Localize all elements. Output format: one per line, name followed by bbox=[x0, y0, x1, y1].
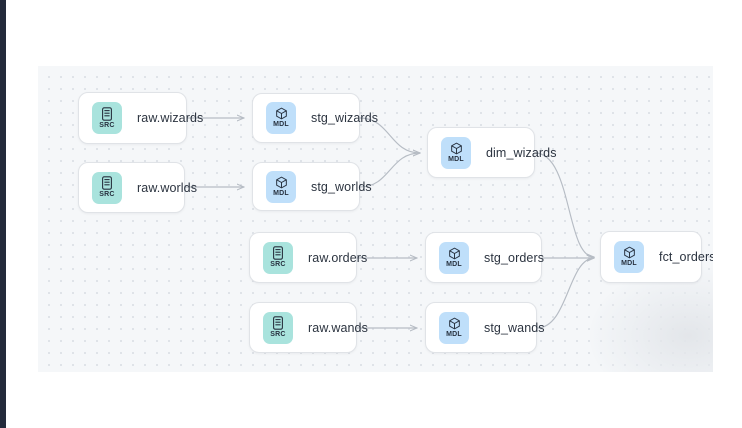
src-badge-label: SRC bbox=[99, 121, 115, 129]
mdl-badge: MDL bbox=[266, 170, 296, 203]
node-label: raw.wands bbox=[308, 320, 368, 335]
node-label: dim_wizards bbox=[486, 145, 557, 160]
node-label: stg_orders bbox=[484, 250, 545, 265]
mdl-badge-label: MDL bbox=[273, 189, 289, 197]
node-fct-orders[interactable]: MDL fct_orders bbox=[600, 231, 713, 283]
node-label: stg_wizards bbox=[311, 111, 379, 125]
mdl-badge: MDL bbox=[439, 311, 469, 344]
src-badge: SRC bbox=[263, 241, 293, 274]
cube-icon bbox=[275, 176, 288, 189]
lineage-graph-canvas[interactable]: SRC raw.wizards SRC raw.worlds bbox=[38, 66, 713, 372]
src-badge-label: SRC bbox=[99, 191, 115, 198]
mdl-badge-label: MDL bbox=[446, 260, 462, 268]
cube-icon bbox=[275, 107, 288, 120]
left-navigation-rail bbox=[0, 0, 6, 428]
node-label: raw.orders bbox=[308, 250, 368, 265]
node-raw-wands[interactable]: SRC raw.wands bbox=[249, 302, 368, 353]
node-label: fct_orders bbox=[659, 250, 713, 264]
src-badge-label: SRC bbox=[270, 261, 286, 268]
mdl-badge-label: MDL bbox=[446, 330, 462, 338]
node-dim-wizards[interactable]: MDL dim_wizards bbox=[427, 127, 556, 178]
database-icon bbox=[101, 176, 113, 190]
src-badge: SRC bbox=[92, 102, 122, 134]
edge-stg-wands-to-fct-orders bbox=[536, 258, 594, 329]
cube-icon bbox=[448, 317, 461, 330]
mdl-badge-label: MDL bbox=[448, 155, 464, 163]
mdl-badge: MDL bbox=[441, 136, 471, 169]
database-icon bbox=[272, 246, 284, 260]
node-stg-wands[interactable]: MDL stg_wands bbox=[425, 302, 545, 353]
node-label: stg_wands bbox=[484, 320, 545, 335]
node-raw-wizards[interactable]: SRC raw.wizards bbox=[78, 92, 203, 144]
node-label: stg_worlds bbox=[311, 179, 372, 194]
src-badge: SRC bbox=[92, 171, 122, 204]
node-stg-orders[interactable]: MDL stg_orders bbox=[425, 232, 545, 283]
node-label: raw.wizards bbox=[137, 111, 204, 125]
cube-icon bbox=[448, 247, 461, 260]
node-label: raw.worlds bbox=[137, 180, 198, 195]
node-stg-wizards[interactable]: MDL stg_wizards bbox=[252, 93, 378, 143]
mdl-badge: MDL bbox=[266, 102, 296, 134]
edge-dim-wizards-to-fct-orders bbox=[534, 152, 594, 257]
node-raw-orders[interactable]: SRC raw.orders bbox=[249, 232, 367, 283]
cube-icon bbox=[623, 246, 636, 259]
node-raw-worlds[interactable]: SRC raw.worlds bbox=[78, 162, 197, 213]
database-icon bbox=[101, 106, 113, 121]
mdl-badge: MDL bbox=[614, 241, 644, 273]
src-badge-label: SRC bbox=[270, 331, 286, 338]
mdl-badge-label: MDL bbox=[621, 260, 637, 267]
mdl-badge: MDL bbox=[439, 241, 469, 274]
node-stg-worlds[interactable]: MDL stg_worlds bbox=[252, 162, 372, 211]
cube-icon bbox=[450, 142, 463, 155]
src-badge: SRC bbox=[263, 311, 293, 344]
mdl-badge-label: MDL bbox=[273, 121, 289, 128]
database-icon bbox=[272, 316, 284, 330]
